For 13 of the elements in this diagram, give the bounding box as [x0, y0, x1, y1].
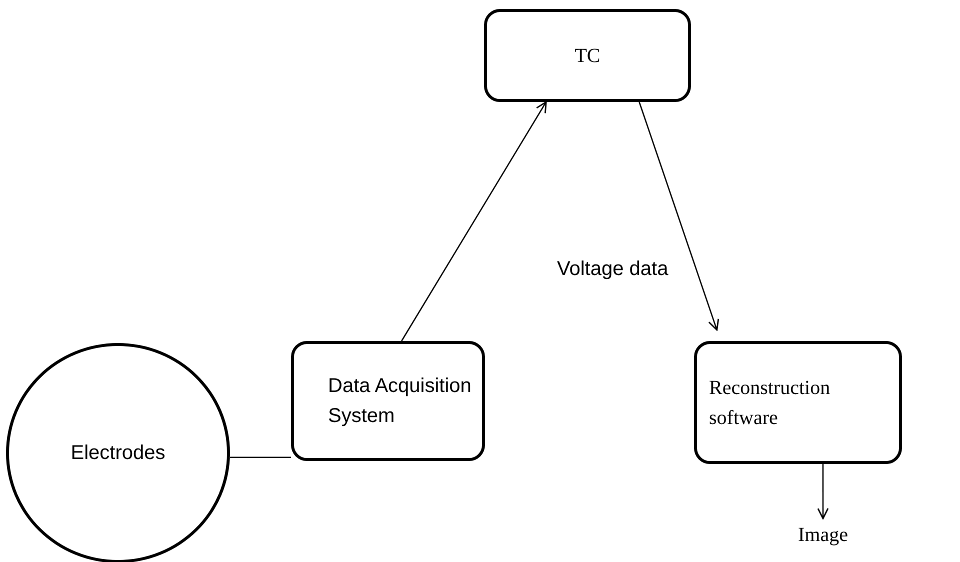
- arrow: [817, 464, 829, 520]
- node-label: Electrodes: [70, 441, 166, 466]
- node-label: TC: [574, 44, 600, 68]
- connector-line: [230, 456, 291, 458]
- output-label: Image: [798, 523, 848, 548]
- process-box: [484, 9, 691, 102]
- arrow: [401, 101, 547, 342]
- process-box: [291, 341, 485, 461]
- arrow: [638, 102, 720, 331]
- node-label: Reconstruction software: [709, 376, 832, 430]
- node-label: Data Acquisition System: [328, 374, 472, 429]
- process-box: [694, 341, 902, 464]
- annotation-text: Voltage data: [557, 258, 668, 281]
